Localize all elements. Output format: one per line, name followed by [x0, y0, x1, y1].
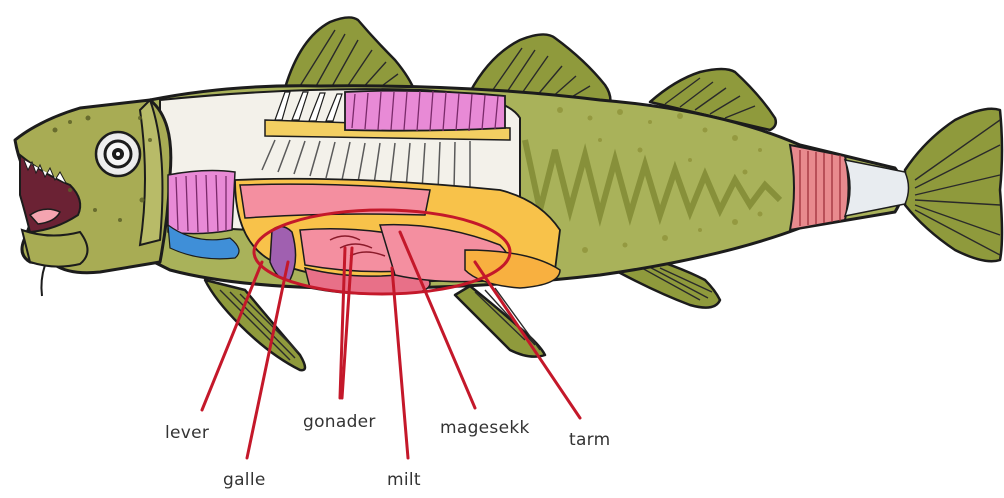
upper-muscle — [345, 91, 505, 131]
label-galle: galle — [223, 470, 266, 490]
label-gonader: gonader — [303, 412, 376, 432]
label-lever: lever — [165, 423, 209, 443]
barbel — [41, 265, 45, 296]
eye — [96, 132, 140, 176]
label-magesekk: magesekk — [440, 418, 530, 438]
leader-milt — [392, 268, 408, 458]
label-milt: milt — [387, 470, 421, 490]
label-tarm: tarm — [569, 430, 611, 450]
lower-jaw — [22, 230, 88, 267]
